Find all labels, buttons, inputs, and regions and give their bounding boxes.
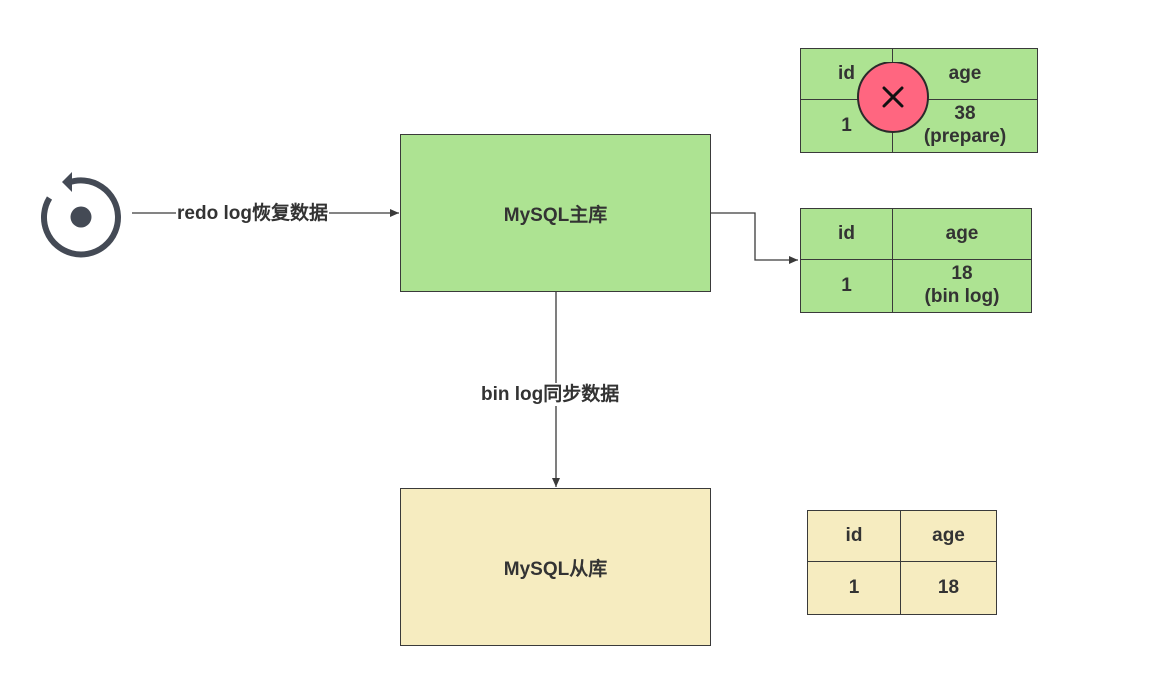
cell-age: 18 <box>900 561 997 615</box>
header-age: age <box>892 208 1032 260</box>
binlog-record-table: id age 1 18 (bin log) <box>800 208 1032 313</box>
mysql-master-node: MySQL主库 <box>400 134 711 292</box>
restore-icon <box>40 172 121 258</box>
table-row: 1 18 (bin log) <box>800 259 1032 313</box>
age-value: 38 <box>954 103 976 125</box>
master-label: MySQL主库 <box>503 204 608 226</box>
slave-label: MySQL从库 <box>503 558 608 580</box>
age-note: (prepare) <box>923 126 1007 147</box>
redo-log-label: redo log恢复数据 <box>176 203 329 224</box>
table-row: 1 18 <box>807 561 997 615</box>
age-value: 18 <box>951 263 973 285</box>
header-age: age <box>900 510 997 562</box>
binlog-write-arrow <box>711 212 798 264</box>
slave-record-table: id age 1 18 <box>807 510 997 615</box>
cell-age: 18 (bin log) <box>892 259 1032 313</box>
cell-id: 1 <box>807 561 901 615</box>
header-id: id <box>800 208 893 260</box>
header-id: id <box>807 510 901 562</box>
close-circle-icon <box>857 62 929 133</box>
mysql-slave-node: MySQL从库 <box>400 488 711 646</box>
binlog-sync-label: bin log同步数据 <box>481 383 620 406</box>
cell-id: 1 <box>800 259 893 313</box>
table-header-row: id age <box>807 510 997 562</box>
age-note: (bin log) <box>924 286 1000 307</box>
table-header-row: id age <box>800 208 1032 260</box>
